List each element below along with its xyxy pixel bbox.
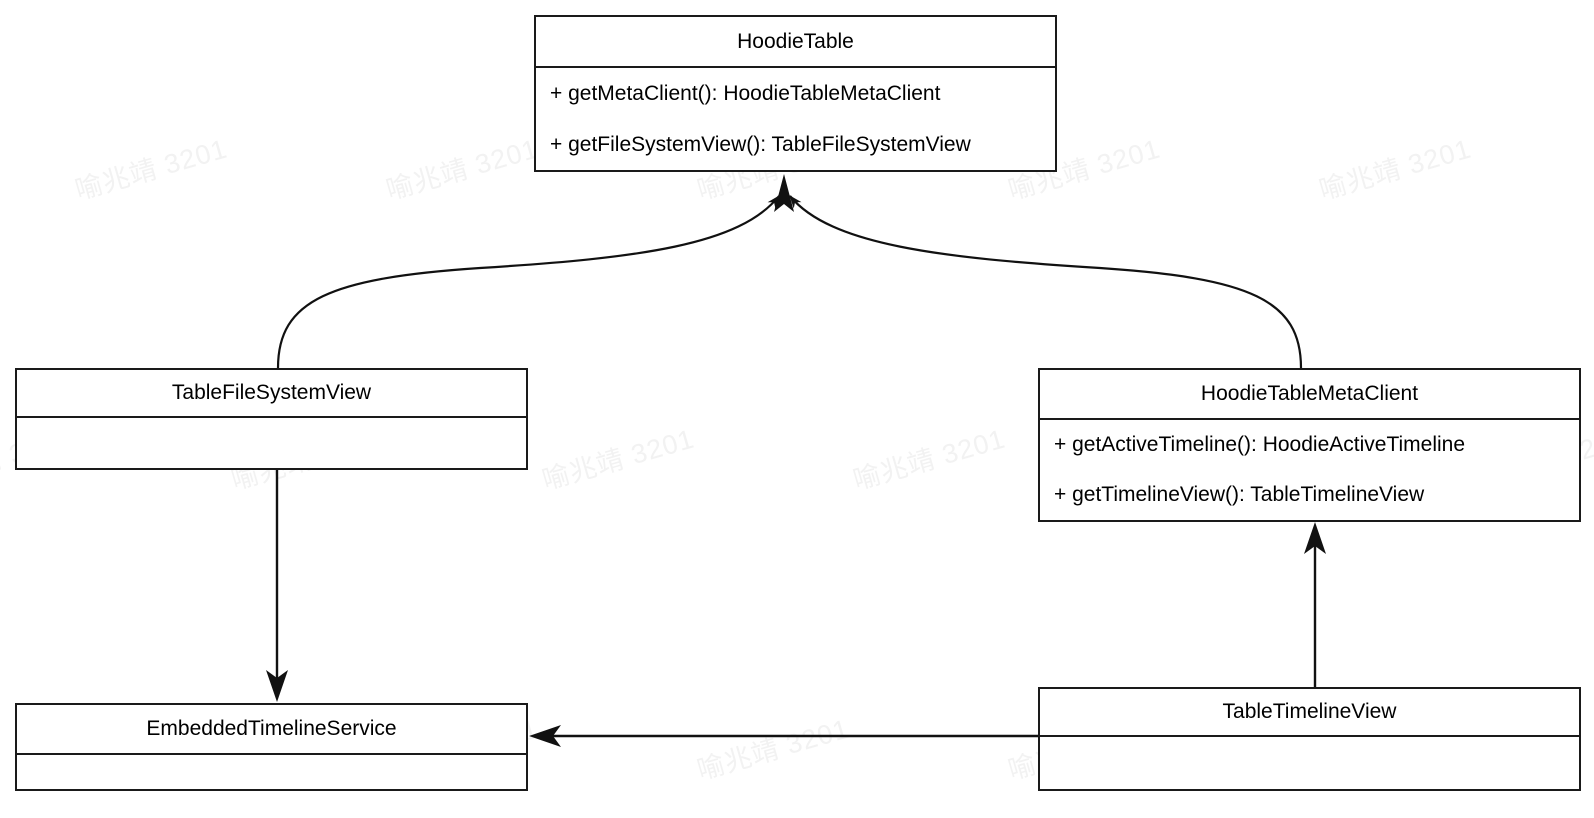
class-box-table-file-system-view[interactable]: TableFileSystemView	[15, 368, 528, 470]
watermark-label: 喻兆靖 3201	[71, 133, 231, 206]
watermark-label: 喻兆靖 3201	[382, 133, 542, 206]
watermark-label: 喻兆靖 3201	[538, 423, 698, 496]
class-box-hoodie-table-meta-client[interactable]: HoodieTableMetaClient + getActiveTimelin…	[1038, 368, 1581, 522]
arrowhead-into-hoodie-table-meta-client-bottom	[1304, 522, 1326, 554]
class-members-hoodie-table-meta-client: + getActiveTimeline(): HoodieActiveTimel…	[1040, 420, 1579, 520]
class-member: + getMetaClient(): HoodieTableMetaClient	[550, 81, 941, 105]
watermark-label: 喻兆靖 3201	[693, 713, 853, 786]
class-members-hoodie-table: + getMetaClient(): HoodieTableMetaClient…	[536, 68, 1055, 170]
class-name-table-timeline-view: TableTimelineView	[1040, 689, 1579, 737]
connector-hoodie-table-meta-client-to-hoodie-table	[789, 195, 1303, 369]
arrowhead-into-embedded-timeline-service-top	[266, 670, 288, 702]
class-box-table-timeline-view[interactable]: TableTimelineView	[1038, 687, 1581, 791]
class-member: + getFileSystemView(): TableFileSystemVi…	[550, 132, 971, 156]
class-box-hoodie-table[interactable]: HoodieTable + getMetaClient(): HoodieTab…	[534, 15, 1057, 172]
class-name-table-file-system-view: TableFileSystemView	[17, 370, 526, 418]
class-name-embedded-timeline-service: EmbeddedTimelineService	[17, 705, 526, 755]
class-members-embedded-timeline-service	[17, 755, 526, 789]
arrowhead-into-embedded-timeline-service-right	[529, 725, 561, 747]
watermark-label: 喻兆靖 3201	[849, 423, 1009, 496]
class-member: + getTimelineView(): TableTimelineView	[1054, 483, 1425, 507]
class-members-table-file-system-view	[17, 418, 526, 468]
class-name-hoodie-table: HoodieTable	[536, 17, 1055, 68]
connector-table-file-system-view-to-hoodie-table	[276, 195, 780, 369]
class-members-table-timeline-view	[1040, 737, 1579, 789]
class-member: + getActiveTimeline(): HoodieActiveTimel…	[1054, 433, 1466, 457]
class-name-hoodie-table-meta-client: HoodieTableMetaClient	[1040, 370, 1579, 420]
watermark-label: 喻兆靖 3201	[1315, 133, 1475, 206]
class-box-embedded-timeline-service[interactable]: EmbeddedTimelineService	[15, 703, 528, 791]
arrowhead-into-hoodie-table	[774, 174, 794, 212]
